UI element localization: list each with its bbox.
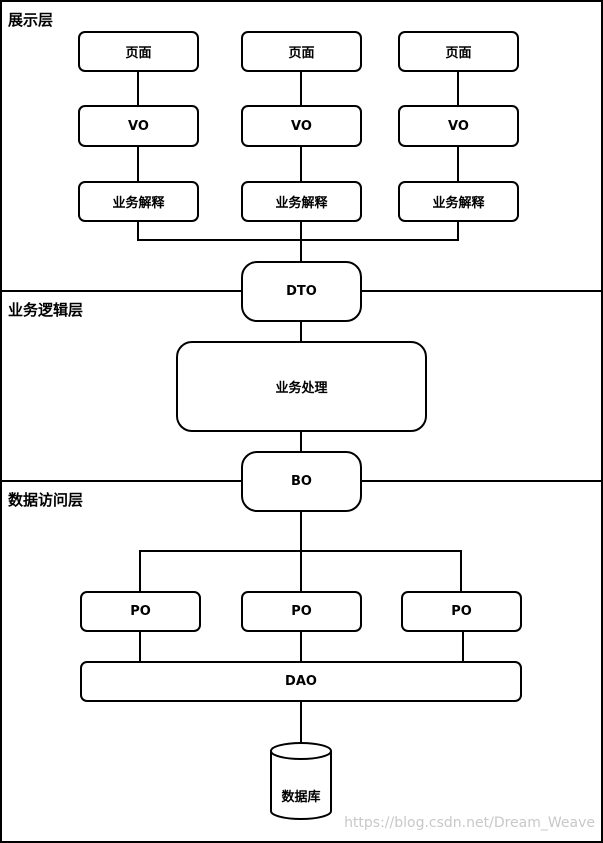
connector: [137, 221, 459, 241]
page-box-2: 页面: [241, 31, 362, 72]
page-box-1: 页面: [78, 31, 199, 72]
layer-label-presentation: 展示层: [8, 11, 54, 29]
dto-box: DTO: [241, 261, 362, 322]
vo-box-1: VO: [78, 105, 199, 147]
business-interpretation-box-3: 业务解释: [398, 181, 519, 222]
layer-label-business: 业务逻辑层: [8, 301, 84, 319]
business-interpretation-box-2: 业务解释: [241, 181, 362, 222]
vo-box-2: VO: [241, 105, 362, 147]
layer-label-data-access: 数据访问层: [8, 491, 84, 509]
page-box-3: 页面: [398, 31, 519, 72]
database-cylinder: [270, 742, 332, 820]
dao-box: DAO: [80, 661, 522, 702]
business-interpretation-box-1: 业务解释: [78, 181, 199, 222]
business-processing-box: 业务处理: [176, 341, 427, 432]
po-box-3: PO: [401, 591, 522, 632]
database-label: 数据库: [281, 790, 321, 805]
bo-box: BO: [241, 451, 362, 512]
po-box-1: PO: [80, 591, 201, 632]
connector: [139, 550, 462, 591]
watermark-text: https://blog.csdn.net/Dream_Weave: [344, 815, 595, 831]
po-box-2: PO: [241, 591, 362, 632]
vo-box-3: VO: [398, 105, 519, 147]
